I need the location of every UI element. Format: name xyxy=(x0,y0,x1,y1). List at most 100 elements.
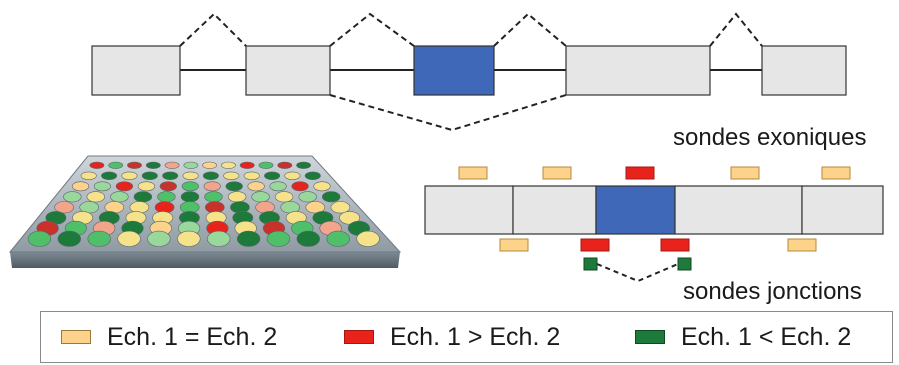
microarray-well xyxy=(57,230,82,247)
microarray-well xyxy=(159,181,177,192)
microarray-wells xyxy=(27,161,380,247)
microarray-well xyxy=(71,181,90,192)
exon-probes-label: sondes exoniques xyxy=(673,124,867,151)
microarray-well xyxy=(322,191,341,203)
microarray-well xyxy=(258,161,274,169)
exon-5 xyxy=(761,45,847,96)
microarray-well xyxy=(207,230,231,247)
microarray-well xyxy=(183,161,199,169)
microarray-well xyxy=(220,161,236,169)
microarray-well xyxy=(296,230,320,247)
microarray-well xyxy=(356,230,380,247)
splice-junction-4-5 xyxy=(709,12,763,47)
microarray-well xyxy=(202,171,219,181)
microarray-well xyxy=(203,181,221,192)
microarray-well xyxy=(264,171,281,181)
transcript-exon-2 xyxy=(512,185,597,235)
microarray-well xyxy=(304,171,321,181)
microarray-well xyxy=(54,201,74,214)
microarray-well xyxy=(236,230,261,247)
exon-probe-up xyxy=(625,166,655,180)
microarray-well xyxy=(117,230,141,247)
microarray-well xyxy=(269,181,287,192)
skipping-probe-down xyxy=(583,257,598,271)
microarray-well xyxy=(202,161,217,169)
legend-label-greater: Ech. 1 > Ech. 2 xyxy=(390,322,561,351)
microarray-well xyxy=(141,171,158,181)
microarray-well xyxy=(243,171,260,181)
microarray-well xyxy=(108,161,124,169)
microarray-well xyxy=(145,161,161,169)
microarray-well xyxy=(80,171,97,181)
microarray-well xyxy=(247,181,265,192)
microarray-well xyxy=(110,191,129,203)
microarray-well xyxy=(63,191,82,203)
microarray-well xyxy=(177,230,201,247)
plate-side xyxy=(10,252,400,268)
microarray-well xyxy=(181,181,199,192)
microarray-well xyxy=(291,181,309,192)
microarray-well xyxy=(313,181,331,192)
skipping-probe-down xyxy=(677,257,692,271)
junction-probe-equal xyxy=(499,238,529,252)
transcript-with-probes xyxy=(424,166,884,283)
legend-item-greater: Ech. 1 > Ech. 2 xyxy=(344,312,560,362)
legend-swatch-less xyxy=(635,330,665,344)
junction-probe-up xyxy=(660,238,690,252)
microarray-well xyxy=(251,191,270,203)
microarray-well xyxy=(227,191,247,203)
exon-probe-equal xyxy=(821,166,851,180)
microarray-well xyxy=(115,181,133,192)
microarray-well xyxy=(330,201,351,214)
microarray-well xyxy=(93,181,111,192)
transcript-exon-5 xyxy=(801,185,884,235)
microarray-well xyxy=(296,161,311,169)
microarray-well xyxy=(180,191,200,203)
exon-4 xyxy=(565,45,711,96)
microarray-well xyxy=(225,181,243,192)
microarray-well xyxy=(87,230,111,247)
microarray-well xyxy=(223,171,240,181)
junction-probe-up xyxy=(580,238,610,252)
junction-probes-label: sondes jonctions xyxy=(683,278,862,305)
legend-swatch-equal xyxy=(61,330,91,344)
microarray-well xyxy=(129,201,150,214)
transcript-exon-4 xyxy=(674,185,803,235)
microarray-well xyxy=(89,161,105,169)
microarray-well xyxy=(239,161,255,169)
microarray-well xyxy=(305,201,326,214)
microarray-well xyxy=(137,181,155,192)
exon-2 xyxy=(245,45,331,96)
transcript-exon-1 xyxy=(424,185,514,235)
splice-junction-2-3 xyxy=(329,12,415,47)
exon-skipping-junction xyxy=(329,94,567,132)
microarray-well xyxy=(133,191,153,203)
microarray-well xyxy=(157,191,176,203)
microarray-well xyxy=(27,230,52,247)
microarray-well xyxy=(204,191,223,203)
splice-junction-3-4 xyxy=(493,12,567,47)
microarray-well xyxy=(86,191,106,203)
microarray-well xyxy=(162,171,179,181)
legend-label-equal: Ech. 1 = Ech. 2 xyxy=(107,322,278,351)
legend-item-equal: Ech. 1 = Ech. 2 xyxy=(61,312,277,362)
microarray-well xyxy=(339,211,361,225)
microarray-well xyxy=(127,161,142,169)
legend: Ech. 1 = Ech. 2 Ech. 1 > Ech. 2 Ech. 1 <… xyxy=(40,311,893,363)
transcript-exon-alternative xyxy=(595,185,676,235)
microarray-well xyxy=(277,161,293,169)
microarray-well xyxy=(274,191,294,203)
exon-alternative xyxy=(413,45,495,96)
microarray-plate xyxy=(8,155,402,268)
legend-swatch-greater xyxy=(344,330,374,344)
exon-probe-equal xyxy=(458,166,488,180)
microarray-well xyxy=(298,191,317,203)
exon-probe-equal xyxy=(730,166,760,180)
splice-junction-1-2 xyxy=(179,12,247,47)
microarray-well xyxy=(326,230,350,247)
skipping-junction-probe-link xyxy=(596,263,679,283)
legend-label-less: Ech. 1 < Ech. 2 xyxy=(681,322,852,351)
microarray-well xyxy=(147,230,171,247)
microarray-well xyxy=(266,230,291,247)
